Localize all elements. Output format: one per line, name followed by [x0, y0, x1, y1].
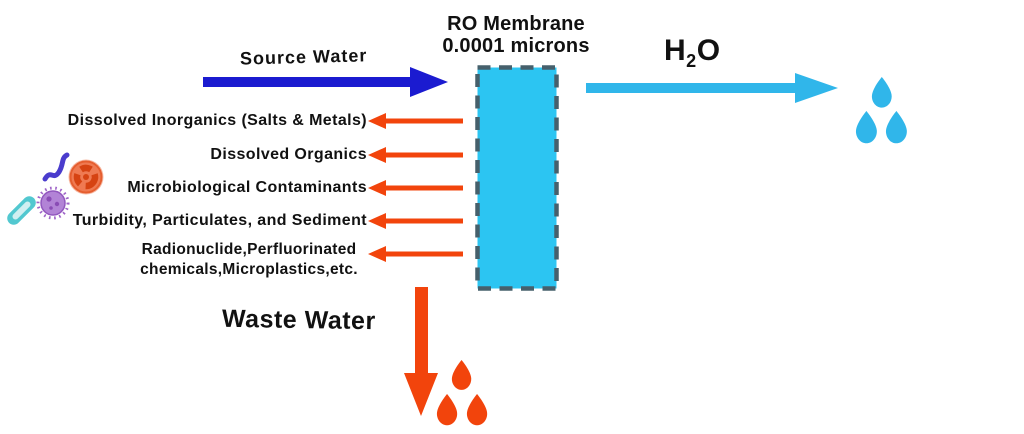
- permeate-arrow: [586, 73, 838, 103]
- worm-icon: [42, 152, 70, 182]
- microbe-icons: [7, 152, 104, 225]
- water-drop-icon: [466, 394, 488, 426]
- source-water-label: Source Water: [239, 45, 368, 69]
- reject-arrow-2: [368, 147, 463, 163]
- bacterium-icon: [7, 196, 36, 225]
- source-water-arrow: [203, 67, 448, 97]
- waste-water-label: Waste Water: [221, 304, 376, 336]
- contaminant-label-turbidity: Turbidity, Particulates, and Sediment: [72, 212, 367, 229]
- water-drop-icon: [855, 111, 877, 144]
- contaminant-label-radionuclide: Radionuclide,Perfluorinated chemicals,Mi…: [132, 240, 366, 279]
- waste-water-arrow: [404, 287, 438, 416]
- reject-arrow-5: [368, 246, 463, 262]
- reject-arrow-1: [368, 113, 463, 129]
- h2o-label: H2O: [664, 34, 721, 72]
- membrane-title-line2: 0.0001 microns: [442, 35, 590, 57]
- h2o-subscript: 2: [686, 51, 697, 71]
- contaminant-label-microbiological: Microbiological Contaminants: [127, 179, 367, 196]
- water-drop-icon: [436, 394, 458, 426]
- reject-arrow-3: [368, 180, 463, 196]
- h2o-h: H: [664, 34, 687, 67]
- membrane-title-line1: RO Membrane: [447, 13, 585, 35]
- contaminant-label-inorganics: Dissolved Inorganics (Salts & Metals): [67, 112, 367, 129]
- water-drop-icon: [871, 77, 892, 108]
- water-drop-icon: [451, 360, 472, 390]
- membrane-title: RO Membrane 0.0001 microns: [420, 13, 612, 57]
- contaminant-radionuclide-line1: Radionuclide,Perfluorinated: [141, 241, 357, 258]
- reject-arrow-4: [368, 213, 463, 229]
- waste-water-drops: [436, 360, 488, 426]
- contaminant-label-organics: Dissolved Organics: [210, 146, 367, 163]
- membrane-rect: [475, 65, 559, 291]
- h2o-o: O: [696, 34, 721, 67]
- virus-icon: [36, 186, 70, 220]
- protozoa-icon: [68, 159, 104, 195]
- contaminant-radionuclide-line2: chemicals,Microplastics,etc.: [140, 260, 358, 278]
- clean-water-drops: [855, 77, 907, 144]
- water-drop-icon: [885, 111, 907, 144]
